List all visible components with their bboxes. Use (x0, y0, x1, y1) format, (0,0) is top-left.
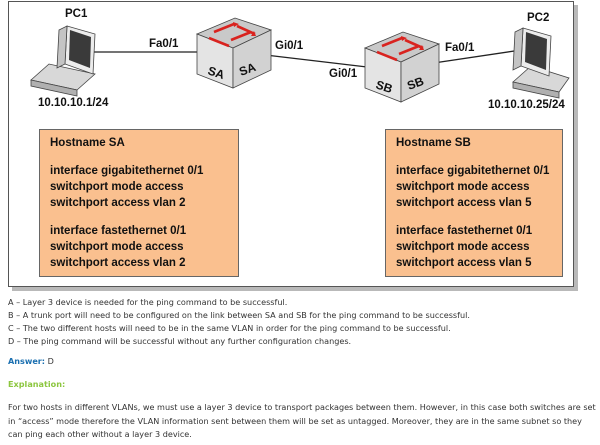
sb-config-line: switchport mode access (396, 181, 530, 193)
link-sb-pc2 (426, 49, 522, 65)
switch-sa-label-right: SA (237, 60, 258, 79)
sb-port-fa01: Fa0/1 (445, 42, 475, 54)
pc1-name: PC1 (65, 8, 88, 20)
config-box-sa: Hostname SA interface gigabitethernet 0/… (39, 129, 239, 277)
network-diagram: SA SA SB SB PC1 10.10.10.1/24 Fa0/1 Gi0/… (8, 1, 574, 287)
explanation-text: For two hosts in different VLANs, we mus… (8, 402, 596, 439)
answer-label: Answer: (8, 356, 46, 366)
answer-value: D (47, 356, 54, 366)
sa-config-line: switchport access vlan 2 (50, 197, 186, 209)
pc2-ip: 10.10.10.25/24 (488, 99, 565, 111)
answer-line: Answer: D (8, 355, 596, 368)
topology-drawing: SA SA SB SB (30, 17, 570, 103)
sb-config-line: interface fastethernet 0/1 (396, 225, 533, 237)
pc1-ip: 10.10.10.1/24 (38, 97, 109, 109)
link-sa-sb (256, 53, 368, 68)
config-box-sb: Hostname SB interface gigabitethernet 0/… (385, 129, 563, 277)
switch-sb-label-left: SB (374, 78, 394, 97)
sa-port-fa01: Fa0/1 (149, 38, 179, 50)
switch-sb-icon: SB SB (363, 31, 441, 103)
sa-port-gi01: Gi0/1 (275, 40, 304, 52)
sb-hostname: Hostname SB (396, 137, 471, 149)
sb-config-line: interface gigabitethernet 0/1 (396, 165, 550, 177)
sa-config-line: interface fastethernet 0/1 (50, 225, 187, 237)
switch-sb-label-right: SB (405, 74, 426, 93)
sb-port-gi01: Gi0/1 (329, 68, 358, 80)
sa-hostname: Hostname SA (50, 137, 125, 149)
pc2-computer-icon (512, 27, 570, 99)
sa-config-line: switchport mode access (50, 241, 184, 253)
sb-config-line: switchport mode access (396, 241, 530, 253)
pc1-computer-icon (30, 25, 96, 97)
question-section: A – Layer 3 device is needed for the pin… (8, 296, 596, 442)
option-a: A – Layer 3 device is needed for the pin… (8, 297, 288, 307)
sb-config-line: switchport access vlan 5 (396, 257, 532, 269)
option-c: C – The two different hosts will need to… (8, 323, 451, 333)
sb-config-line: switchport access vlan 5 (396, 197, 532, 209)
sa-config-line: switchport access vlan 2 (50, 257, 186, 269)
sa-config-line: interface gigabitethernet 0/1 (50, 165, 204, 177)
explanation-label: Explanation: (8, 379, 66, 389)
switch-sa-icon: SA SA (195, 17, 273, 89)
sa-config-line: switchport mode access (50, 181, 184, 193)
switch-sa-label-left: SA (206, 64, 226, 83)
pc2-name: PC2 (527, 12, 550, 24)
option-b: B – A trunk port will need to be configu… (8, 310, 470, 320)
option-d: D – The ping command will be successful … (8, 336, 352, 346)
